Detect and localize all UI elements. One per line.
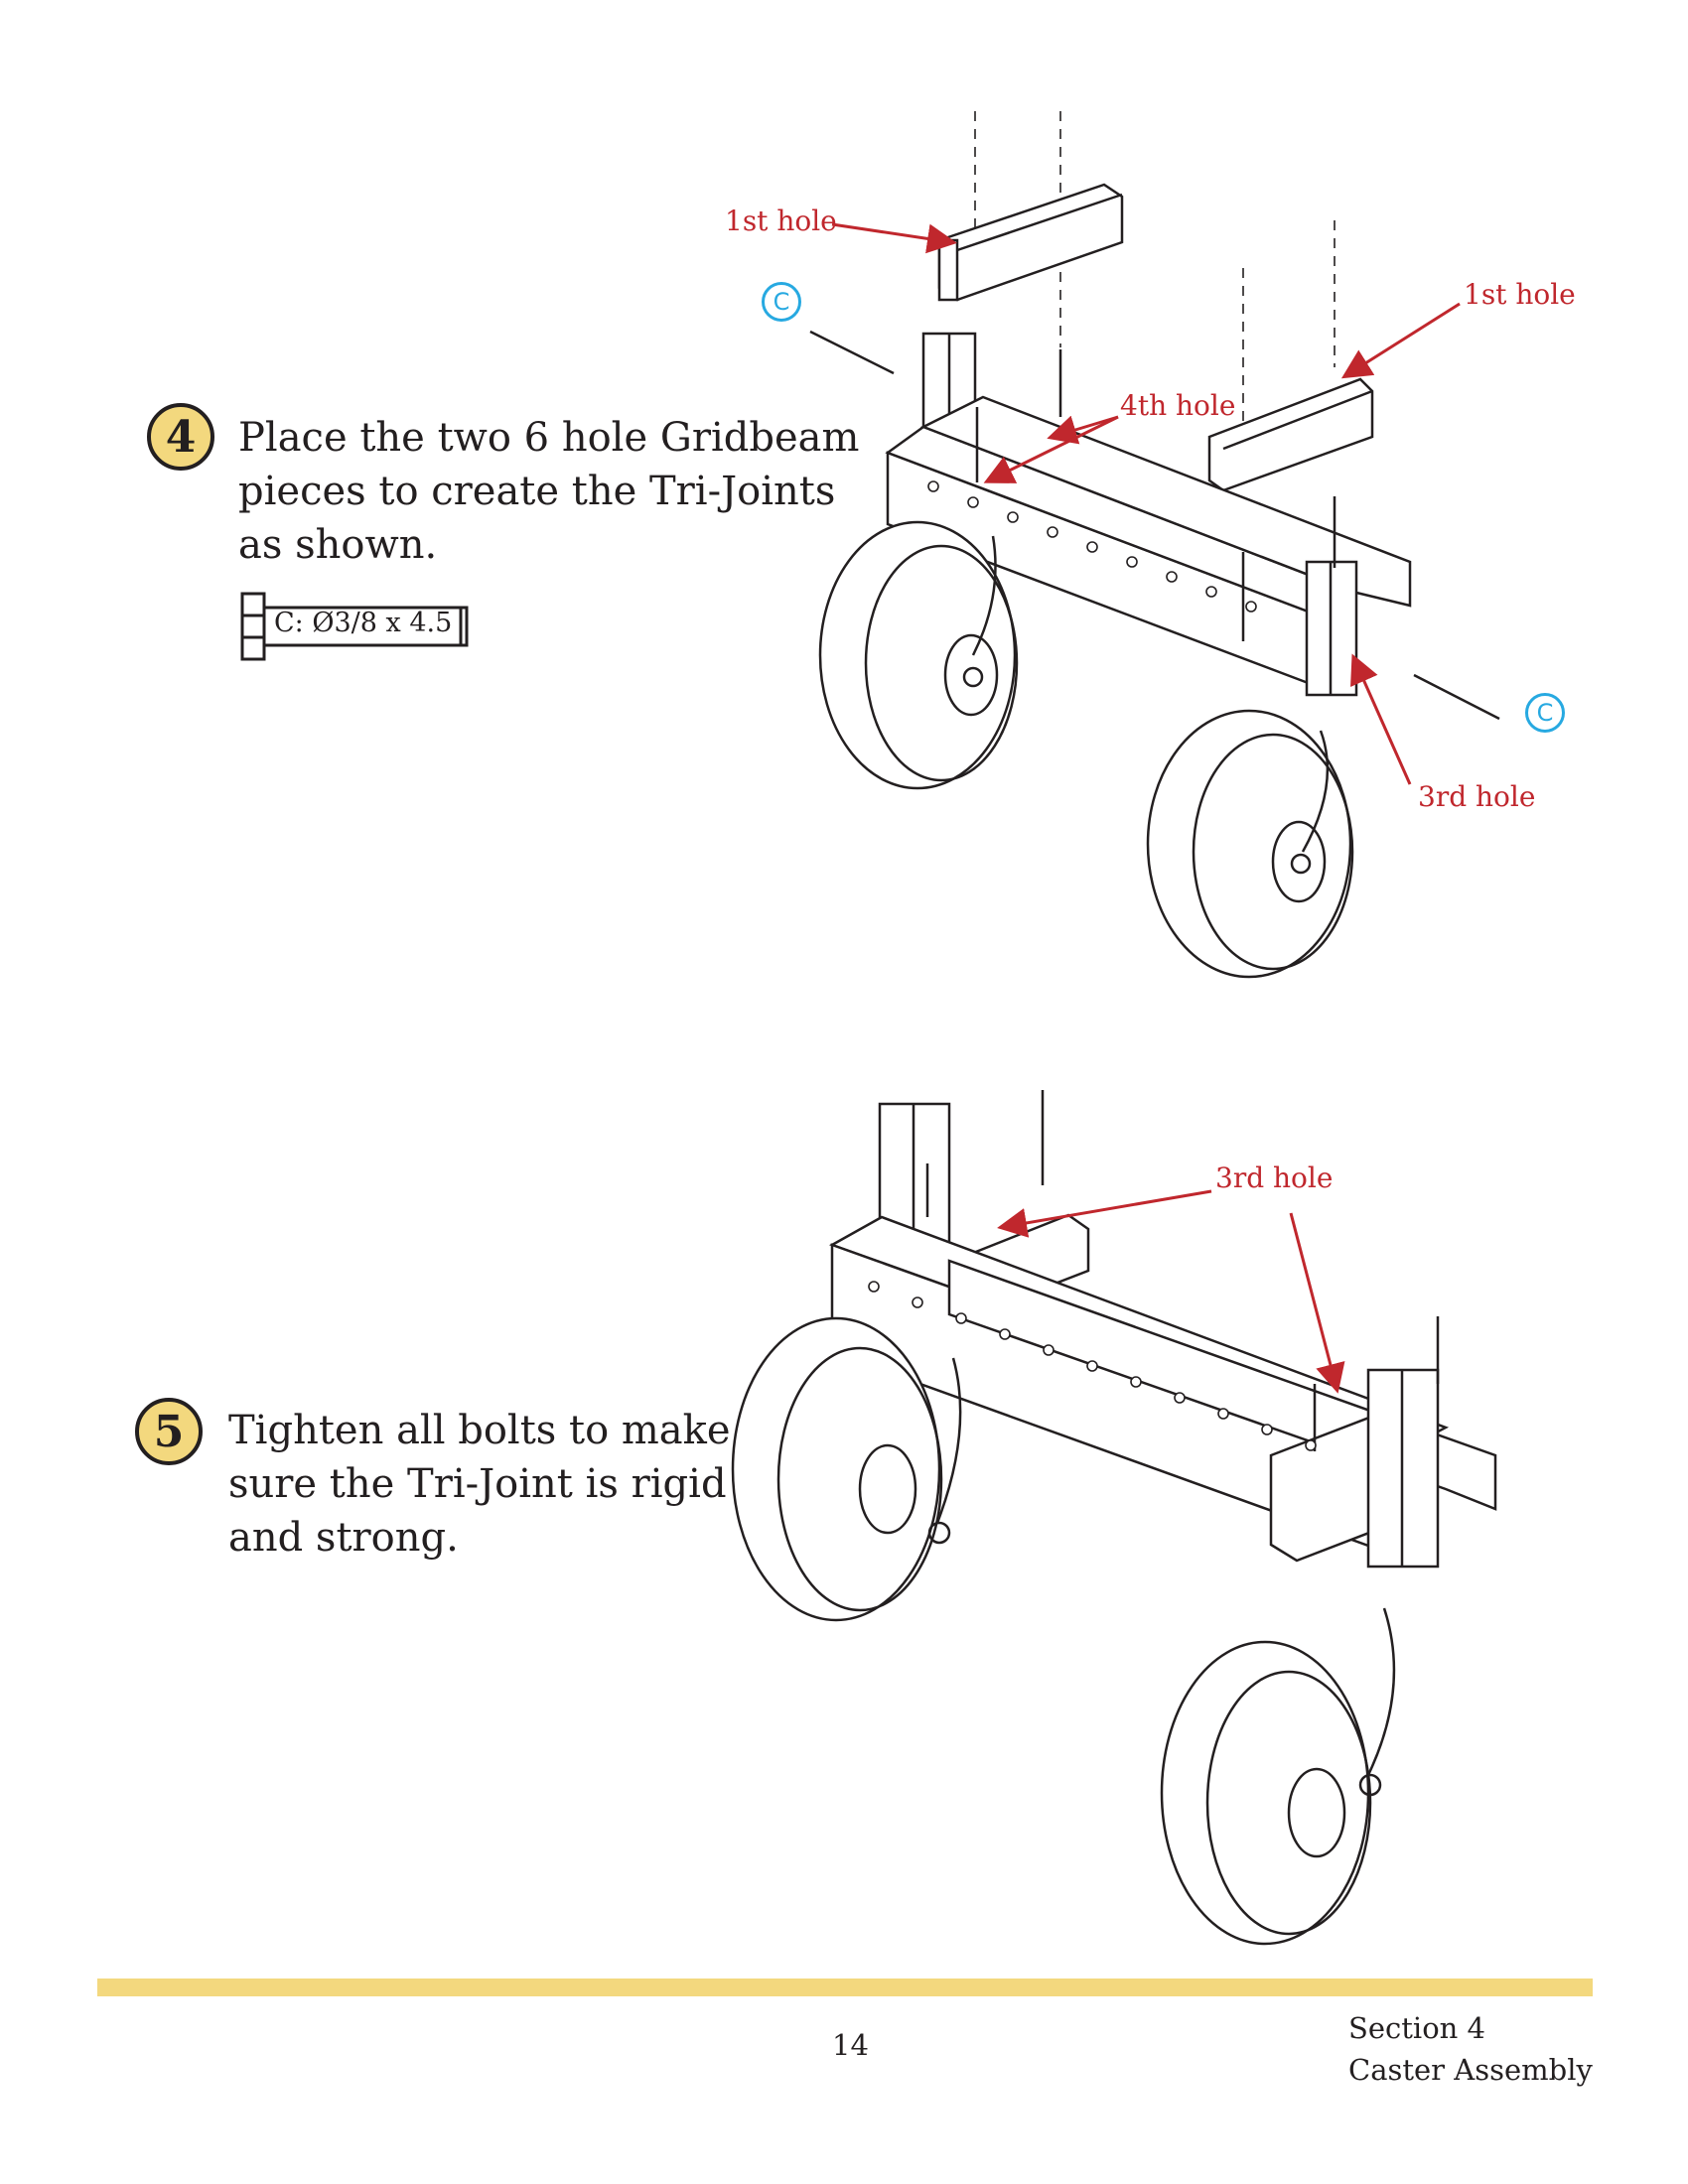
callout-1st-hole-right: 1st hole xyxy=(1464,278,1576,311)
step-5-number: 5 xyxy=(153,1406,185,1457)
section-line-1: Section 4 xyxy=(1348,2011,1486,2045)
footer-rule xyxy=(97,1979,1593,1996)
bolt-legend-label: C: Ø3/8 x 4.5 xyxy=(274,608,453,638)
step-5-line-3: and strong. xyxy=(228,1515,459,1561)
step-4-line-2: pieces to create the Tri-Joints xyxy=(238,469,836,514)
page-number: 14 xyxy=(832,2028,869,2062)
step-4-line-1: Place the two 6 hole Gridbeam xyxy=(238,415,860,461)
bolt-c-marker-right: C xyxy=(1525,693,1565,733)
step-4-line-3: as shown. xyxy=(238,522,438,568)
step-4-badge: 4 xyxy=(147,403,214,471)
step-4-instructions: Place the two 6 hole Gridbeam pieces to … xyxy=(238,411,859,572)
step-5-line-1: Tighten all bolts to make xyxy=(228,1408,731,1453)
step-5-line-2: sure the Tri-Joint is rigid xyxy=(228,1461,727,1507)
step-4-number: 4 xyxy=(165,411,197,463)
callout-4th-hole: 4th hole xyxy=(1120,389,1236,422)
step-5-instructions: Tighten all bolts to make sure the Tri-J… xyxy=(228,1404,731,1565)
section-title: Section 4 Caster Assembly xyxy=(1348,2007,1593,2091)
step-5-badge: 5 xyxy=(135,1398,203,1465)
bolt-c-letter-right: C xyxy=(1536,699,1554,727)
section-line-2: Caster Assembly xyxy=(1348,2053,1593,2087)
bolt-c-marker-left: C xyxy=(762,282,801,322)
callout-1st-hole-left: 1st hole xyxy=(725,205,837,237)
callout-3rd-hole-step5: 3rd hole xyxy=(1215,1161,1334,1194)
callout-3rd-hole-step4: 3rd hole xyxy=(1418,780,1536,813)
bolt-c-letter-left: C xyxy=(773,288,790,316)
